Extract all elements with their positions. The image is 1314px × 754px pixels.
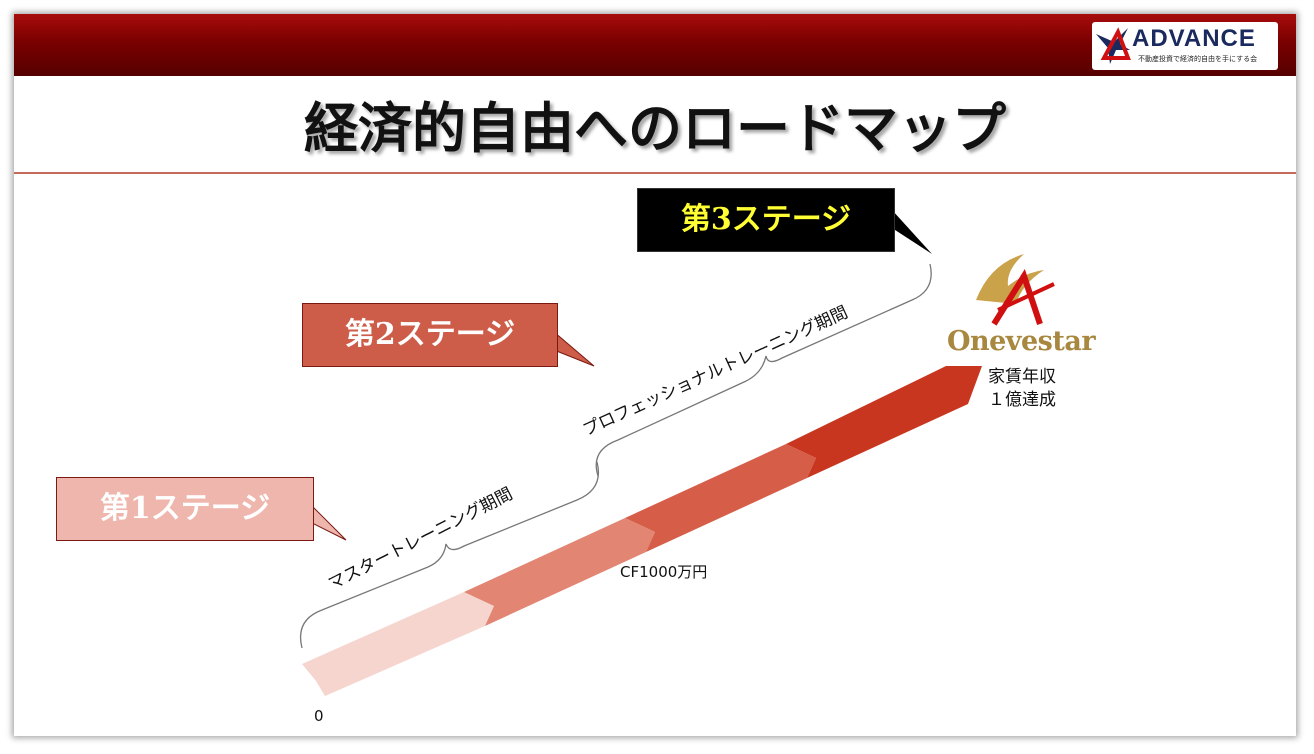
advance-logo: ADVANCE 不動産投資で経済的自由を手にする会 [1092, 22, 1278, 70]
goal-line-2: １億達成 [988, 390, 1056, 410]
arrow-segment-4 [786, 366, 982, 478]
roadmap-diagram: マスタートレーニング期間 プロフェッショナルトレーニング期間 [299, 210, 1055, 696]
logo-text: ADVANCE [1132, 25, 1256, 52]
stage3-callout: 第3ステージ [637, 188, 895, 252]
goal-label: 家賃年収 １億達成 [972, 366, 1072, 412]
stage1-callout: 第1ステージ [56, 477, 314, 541]
stage1-callout-tail [309, 502, 347, 541]
arrow-segment-3 [625, 444, 816, 552]
eagle-logo-icon [1096, 27, 1131, 64]
slide: ADVANCE 不動産投資で経済的自由を手にする会 経済的自由へのロードマップ … [14, 14, 1296, 736]
page-title: 経済的自由へのロードマップ [304, 96, 1006, 160]
title-divider [14, 172, 1296, 174]
stage2-callout: 第2ステージ [302, 303, 558, 367]
header-bar: ADVANCE 不動産投資で経済的自由を手にする会 [14, 14, 1296, 76]
cf-milestone-label: CF1000万円 [620, 563, 708, 581]
goal-line-1: 家賃年収 [988, 367, 1056, 387]
stage2-callout-tail [553, 330, 595, 367]
professional-training-brace [595, 263, 932, 477]
stage3-callout-tail [892, 210, 932, 254]
arrow-segment-1 [302, 592, 494, 696]
start-label: 0 [314, 707, 324, 725]
onevestar-logo-text: Onevestar [946, 326, 1096, 357]
logo-subtext: 不動産投資で経済的自由を手にする会 [1138, 55, 1258, 63]
professional-training-label: プロフェッショナルトレーニング期間 [580, 303, 851, 441]
onevestar-emblem-icon [976, 254, 1055, 326]
arrow-segment-2 [464, 518, 655, 626]
master-training-brace [299, 461, 600, 649]
master-training-label: マスタートレーニング期間 [325, 484, 516, 594]
